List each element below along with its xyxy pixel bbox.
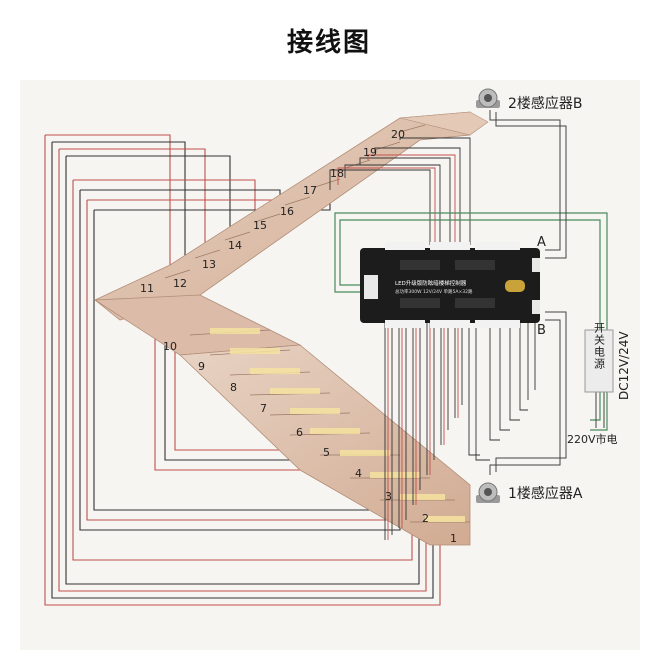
power-supply-box xyxy=(584,329,614,393)
step-number: 11 xyxy=(140,282,154,295)
wire-loop xyxy=(93,210,385,511)
wire-loop xyxy=(86,200,392,521)
power-supply-voltage: DC12V/24V xyxy=(617,331,631,400)
wire-loop xyxy=(66,155,231,250)
chip xyxy=(400,260,440,270)
mains-wires xyxy=(595,390,605,428)
step-number: 6 xyxy=(296,426,303,439)
staircase xyxy=(93,111,489,546)
step-number: 9 xyxy=(198,360,205,373)
controller: LED升级版防眩暗楼梯控制器 总功率300W 12V/24V 单路5A×32路 xyxy=(360,242,540,328)
power-wires xyxy=(334,212,608,431)
step-number-labels: 1 2 3 4 5 6 7 8 9 10 11 12 13 14 15 16 1… xyxy=(140,128,457,545)
mains-label: 220V市电 xyxy=(567,432,618,446)
controller-spec: 总功率300W 12V/24V 单路5A×32路 xyxy=(395,288,473,295)
sensor-b-terminal xyxy=(532,258,540,272)
wire-loop xyxy=(164,300,350,461)
step-number: 20 xyxy=(391,128,405,141)
sensor-b-label: 2楼感应器B xyxy=(508,95,583,112)
chip xyxy=(455,298,495,308)
wire-loop xyxy=(44,135,441,606)
step-edges-upper xyxy=(164,124,426,279)
terminal-strip-top xyxy=(385,242,520,250)
power-supply-label: 开关电源 xyxy=(593,322,606,370)
sensor-a-terminal xyxy=(532,300,540,314)
sensor-a-wires xyxy=(489,311,567,475)
step-number: 5 xyxy=(323,446,330,459)
wire-loop xyxy=(154,290,360,471)
sensor-b xyxy=(476,88,500,108)
diagram-title: 接线图 xyxy=(286,28,371,58)
wire-loop xyxy=(51,142,434,599)
wire-loop xyxy=(52,141,186,275)
step-number: 12 xyxy=(173,277,187,290)
step-number: 15 xyxy=(253,219,267,232)
step-number: 2 xyxy=(422,512,429,525)
step-number: 3 xyxy=(385,490,392,503)
step-number: 19 xyxy=(363,146,377,159)
power-terminal xyxy=(364,275,378,299)
crystal-component xyxy=(505,280,525,292)
wire-loop xyxy=(65,156,420,585)
controller-label: LED升级版防眩暗楼梯控制器 xyxy=(395,279,467,287)
wire-loop xyxy=(58,149,427,592)
sensor-b-wires xyxy=(489,110,567,259)
step-wire-bundle xyxy=(329,137,536,540)
top-landing xyxy=(399,111,489,136)
step-number: 4 xyxy=(355,467,362,480)
step-number: 7 xyxy=(260,402,267,415)
step-number: 1 xyxy=(450,532,457,545)
port-b-label: B xyxy=(537,323,546,338)
chip xyxy=(455,260,495,270)
sensor-a xyxy=(476,482,500,503)
step-number: 17 xyxy=(303,184,317,197)
terminal-strip-bottom xyxy=(385,320,520,328)
step-number: 8 xyxy=(230,381,237,394)
step-number: 14 xyxy=(228,239,242,252)
step-number: 13 xyxy=(202,258,216,271)
step-number: 16 xyxy=(280,205,294,218)
wire-loop xyxy=(59,148,206,265)
wire-loop xyxy=(45,134,171,280)
step-number: 18 xyxy=(330,167,344,180)
chip xyxy=(400,298,440,308)
step-lights xyxy=(210,328,465,522)
sensor-a-label: 1楼感应器A xyxy=(508,485,583,502)
outer-wire-loops xyxy=(44,134,441,606)
port-a-label: A xyxy=(537,235,546,250)
step-number: 10 xyxy=(163,340,177,353)
wire-loop xyxy=(72,180,413,561)
step-wire-bundle-red xyxy=(337,154,459,540)
